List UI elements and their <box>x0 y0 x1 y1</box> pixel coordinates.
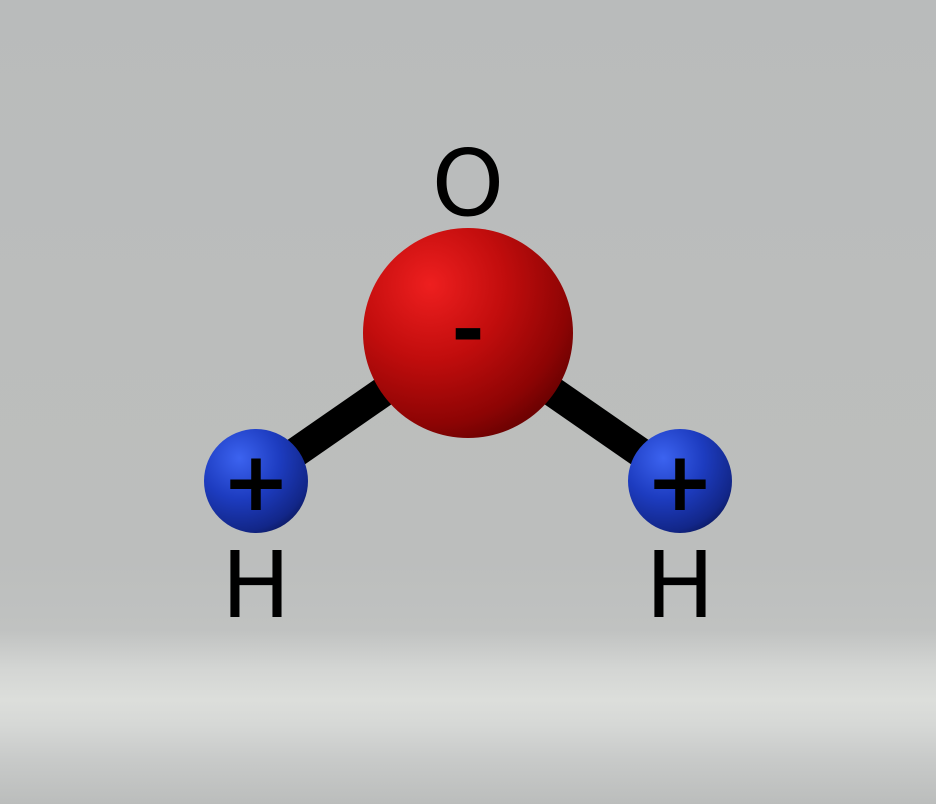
hydrogen-right-label: H <box>645 532 714 639</box>
hydrogen-right-charge: + <box>646 435 715 530</box>
hydrogen-left-label: H <box>221 532 290 639</box>
hydrogen-atom-right <box>628 429 732 533</box>
oxygen-label: O <box>432 130 504 237</box>
oxygen-charge: - <box>451 283 484 376</box>
hydrogen-left-charge: + <box>222 435 291 530</box>
oxygen-atom <box>363 228 573 438</box>
hydrogen-atom-left <box>204 429 308 533</box>
